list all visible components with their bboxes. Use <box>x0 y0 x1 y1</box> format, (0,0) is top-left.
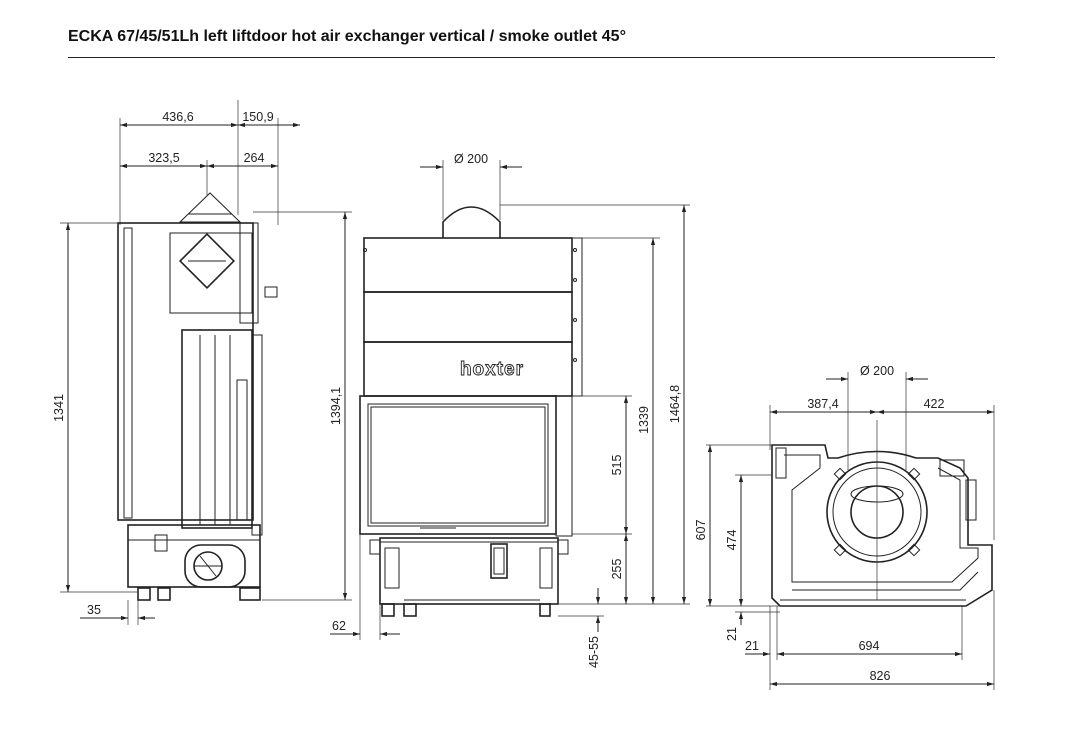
dim-top-offset-h: 21 <box>745 639 759 653</box>
dim-top-flue: Ø 200 <box>860 364 894 378</box>
brand-logo: hoxter <box>460 359 524 380</box>
dim-side-height: 1341 <box>52 394 66 422</box>
dim-side-bottom: 35 <box>87 603 101 617</box>
dim-front-flue: Ø 200 <box>454 152 488 166</box>
front-view: Ø 200 hoxter <box>330 152 690 668</box>
dim-front-left: 62 <box>332 619 346 633</box>
dim-top-left: 387,4 <box>807 397 838 411</box>
dim-side-mid-left: 323,5 <box>148 151 179 165</box>
dim-front-base-height: 255 <box>610 559 624 580</box>
dim-front-glass-height: 515 <box>610 455 624 476</box>
dim-front-feet: 45-55 <box>587 636 601 668</box>
title-rule <box>68 57 995 58</box>
dim-side-mid-right: 264 <box>244 151 265 165</box>
dim-top-depth-inner: 474 <box>725 530 739 551</box>
dim-front-height-1339: 1339 <box>637 406 651 434</box>
page-title: ECKA 67/45/51Lh left liftdoor hot air ex… <box>68 28 626 45</box>
dim-top-depth: 607 <box>694 520 708 541</box>
top-view: Ø 200 387,4 422 607 474 <box>694 364 995 690</box>
dim-top-width-inner: 694 <box>859 639 880 653</box>
dim-top-width: 826 <box>870 669 891 683</box>
side-view: 436,6 150,9 323,5 264 <box>52 100 352 625</box>
dim-side-top-right: 150,9 <box>242 110 273 124</box>
dim-top-right: 422 <box>924 397 945 411</box>
dim-side-top-left: 436,6 <box>162 110 193 124</box>
dim-side-front-height: 1394,1 <box>329 387 343 425</box>
dim-top-offset-v: 21 <box>725 627 739 641</box>
dim-front-height-total: 1464,8 <box>668 385 682 423</box>
